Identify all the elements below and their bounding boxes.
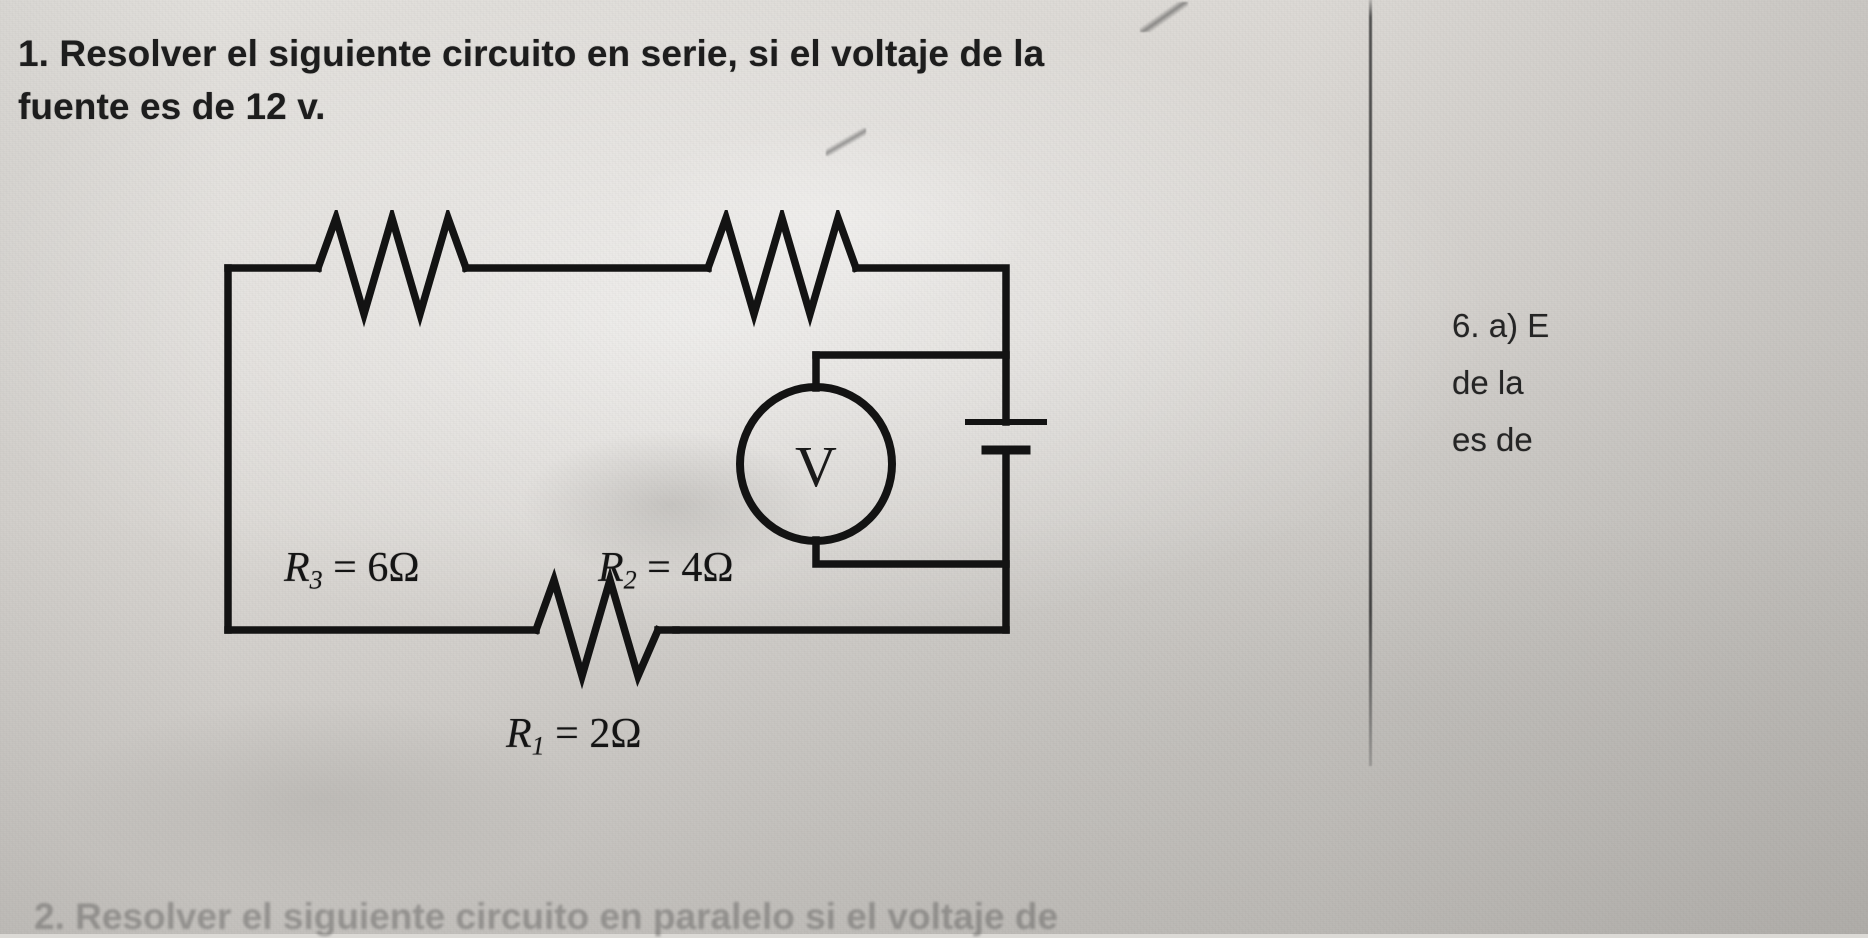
paper-smudge (60, 700, 580, 900)
right-column-line-3: es de (1452, 420, 1533, 458)
problem-statement-line-1: 1. Resolver el siguiente circuito en ser… (18, 33, 1045, 74)
label-R2-equals: = (647, 545, 671, 591)
label-R1-subscript: 1 (531, 731, 545, 761)
resistor-R2-symbol (703, 210, 861, 328)
label-R1-value: 2Ω (589, 711, 642, 757)
label-R3: R3 = 6Ω (284, 544, 420, 595)
pen-scratch-mark (826, 128, 866, 156)
problem-statement: 1. Resolver el siguiente circuito en ser… (18, 28, 1318, 133)
bottom-cutoff-text: 2. Resolver el siguiente circuito en par… (34, 896, 1059, 937)
label-R2: R2 = 4Ω (598, 544, 734, 595)
pen-scratch-mark (1140, 2, 1188, 32)
problem-statement-line-2: fuente es de 12 v. (18, 85, 326, 127)
label-R1-equals: = (555, 711, 579, 757)
voltmeter-label: V (795, 434, 837, 499)
circuit-schematic-svg: V (224, 210, 1047, 690)
label-R3-value: 6Ω (367, 545, 420, 591)
circuit-diagram: V R3 = 6Ω R2 = 4Ω R1 = 2Ω (150, 210, 1150, 760)
label-R3-subscript: 3 (309, 565, 323, 595)
voltmeter-circle (736, 383, 896, 545)
label-R2-text: R (598, 545, 624, 591)
right-column-line-2: de la (1452, 363, 1524, 401)
label-R3-equals: = (333, 545, 357, 591)
wire-top-right-to-battery (852, 264, 1010, 426)
label-R2-subscript: 2 (623, 565, 637, 595)
label-R2-value: 4Ω (681, 545, 734, 591)
resistor-R1-symbol (531, 566, 663, 690)
right-column-excerpt: 6. a) E de la es de (1452, 298, 1868, 468)
label-R3-text: R (284, 545, 310, 591)
label-R1: R1 = 2Ω (506, 710, 642, 761)
resistor-R3-symbol (313, 210, 471, 328)
column-divider-rule (1369, 0, 1372, 766)
right-column-line-1: 6. a) E (1452, 307, 1550, 344)
wire-voltmeter-bottom-lead (812, 536, 1010, 568)
label-R1-text: R (506, 711, 532, 757)
